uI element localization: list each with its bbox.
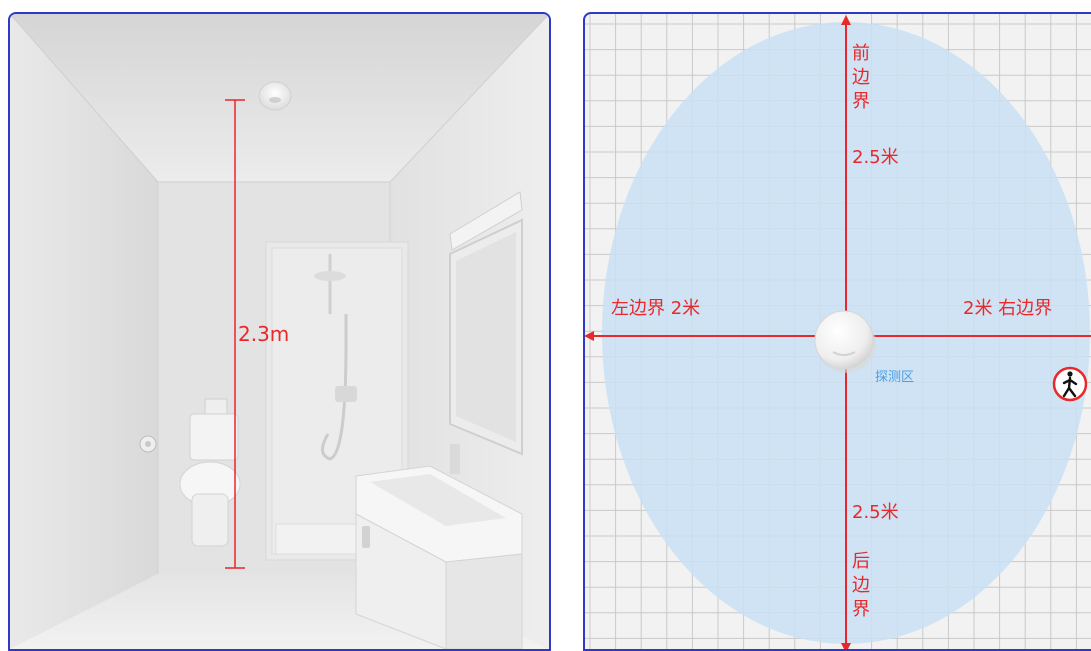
mounting-height-label: 2.3m xyxy=(238,322,290,346)
left-boundary-label: 左边界 2米 xyxy=(611,298,701,319)
walking-person-icon xyxy=(1052,366,1088,402)
back-distance-label: 2.5米 xyxy=(852,502,899,523)
motion-sensor-icon xyxy=(814,310,876,373)
front-boundary-char: 界 xyxy=(852,91,870,112)
front-distance-label: 2.5米 xyxy=(852,147,899,168)
bathroom-illustration-panel: 2.3m xyxy=(8,12,551,651)
bathroom-scene xyxy=(10,14,549,649)
back-boundary-label: 后 边 界 xyxy=(852,550,872,622)
height-dimension-line xyxy=(225,99,245,569)
back-boundary-char: 后 xyxy=(852,551,870,572)
ceiling-sensor-icon xyxy=(258,81,292,111)
mirror xyxy=(449,191,523,456)
detection-zone-label: 探测区 xyxy=(875,370,915,385)
detection-diagram xyxy=(585,15,1091,649)
front-boundary-label: 前 边 界 xyxy=(852,42,872,114)
toilet xyxy=(179,413,241,547)
front-boundary-char: 前 xyxy=(852,43,870,64)
right-boundary-label: 2米 右边界 xyxy=(963,298,1053,319)
back-boundary-char: 边 xyxy=(852,575,870,596)
back-boundary-char: 界 xyxy=(852,599,870,620)
detection-range-panel: 前 边 界 2.5米 左边界 2米 2米 右边界 探测区 2.5米 后 边 界 xyxy=(583,12,1091,651)
front-boundary-char: 边 xyxy=(852,67,870,88)
toilet-paper-holder xyxy=(139,435,157,453)
vanity-sink xyxy=(355,444,523,649)
